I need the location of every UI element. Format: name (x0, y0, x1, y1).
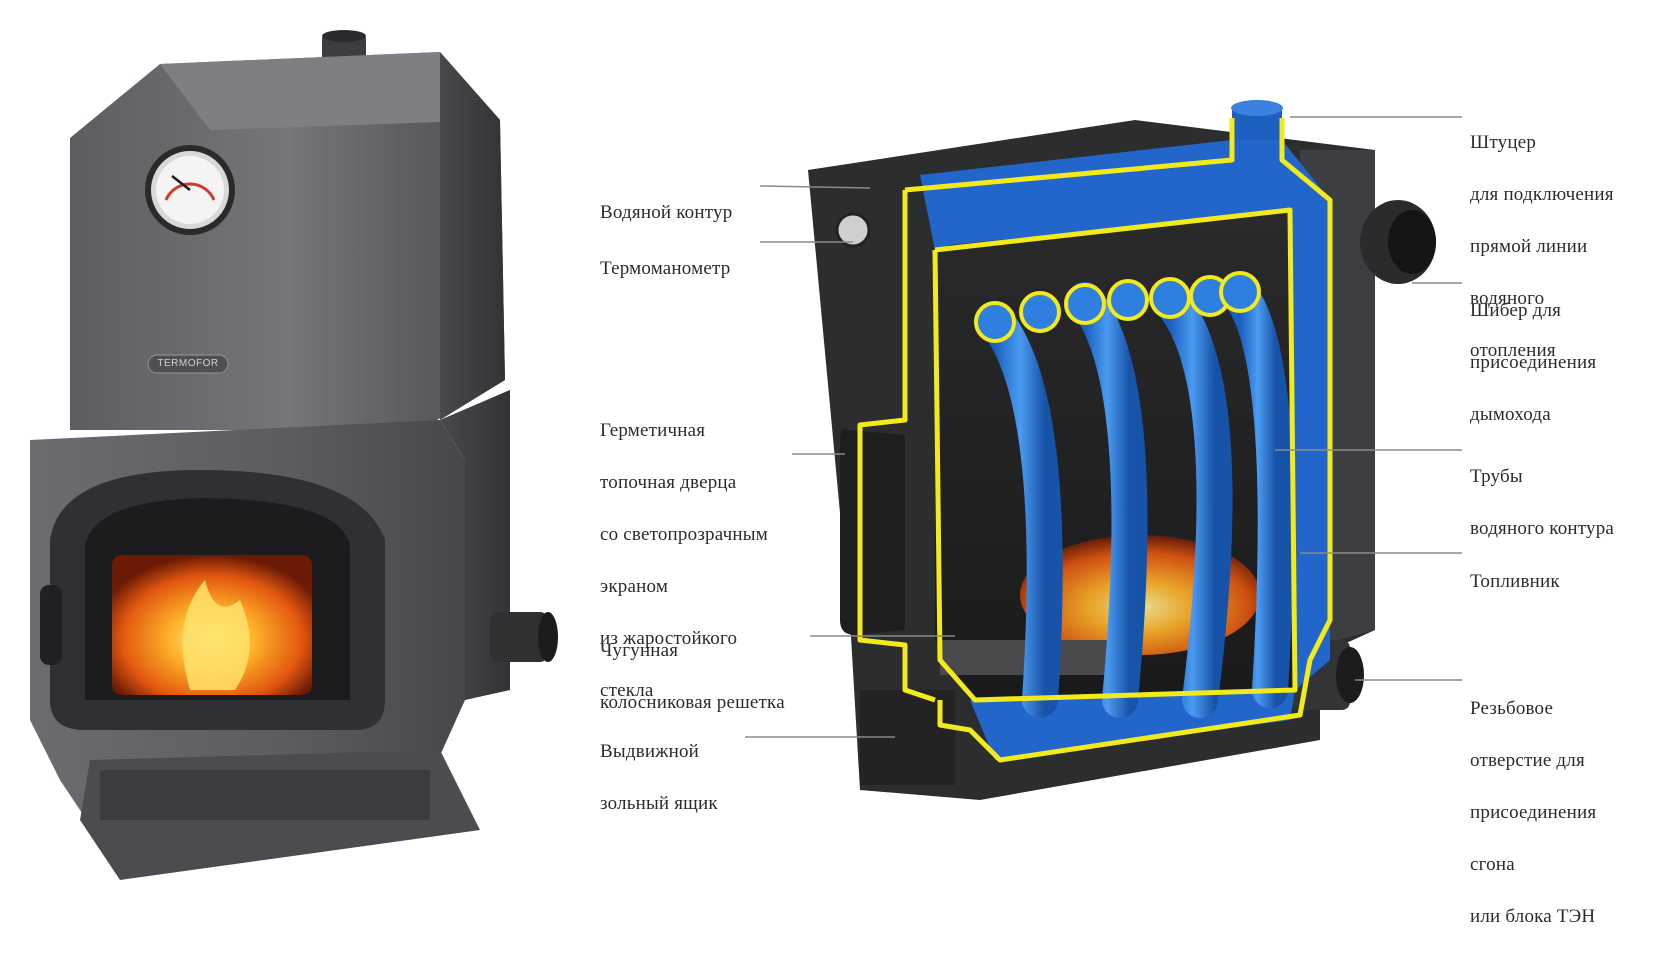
label-sealed-door: Герметичная топочная дверца со светопроз… (600, 420, 768, 701)
label-water-pipes: Трубы водяного контура (1470, 466, 1615, 539)
label-ash-drawer: Выдвижной зольный ящик (600, 741, 718, 814)
pipe-openings (974, 271, 1261, 343)
label-water-circuit: Водяной контур (600, 202, 733, 223)
label-damper: Шибер для присоединения дымохода (1470, 300, 1597, 425)
cutaway-door (840, 428, 905, 635)
cutaway-gauge (835, 212, 871, 248)
pipe-opening (1064, 283, 1106, 325)
door-handle (40, 585, 62, 665)
label-cast-iron-grate: Чугунная колосниковая решетка (600, 640, 785, 713)
cross-section-outline (857, 118, 1333, 763)
leader-lines (745, 116, 1462, 738)
pipe-opening (1107, 279, 1149, 321)
stove-cutaway (808, 100, 1436, 800)
stove-diagram: TERMOFOR Водяной контур Термоманометр Ге… (30, 30, 1615, 927)
water-jacket-side (1290, 200, 1330, 690)
water-pipes (977, 277, 1294, 718)
pipe-opening (1149, 277, 1191, 319)
stove-exterior (30, 30, 558, 880)
side-outlet (490, 612, 548, 662)
pipe-opening (974, 301, 1016, 343)
label-firebox: Топливник (1470, 571, 1560, 592)
pipe-opening (1219, 271, 1261, 313)
illustration (30, 30, 1462, 880)
label-threaded-hole: Резьбовое отверстие для присоединения сг… (1470, 698, 1597, 927)
label-fitting: Штуцер для подключения прямой линии водя… (1470, 132, 1614, 361)
leader-line (759, 185, 871, 189)
pipe-opening (1019, 291, 1061, 333)
brand-logo: TERMOFOR (157, 358, 219, 369)
brand-plate (147, 354, 229, 374)
label-thermomanometer: Термоманометр (600, 258, 731, 279)
